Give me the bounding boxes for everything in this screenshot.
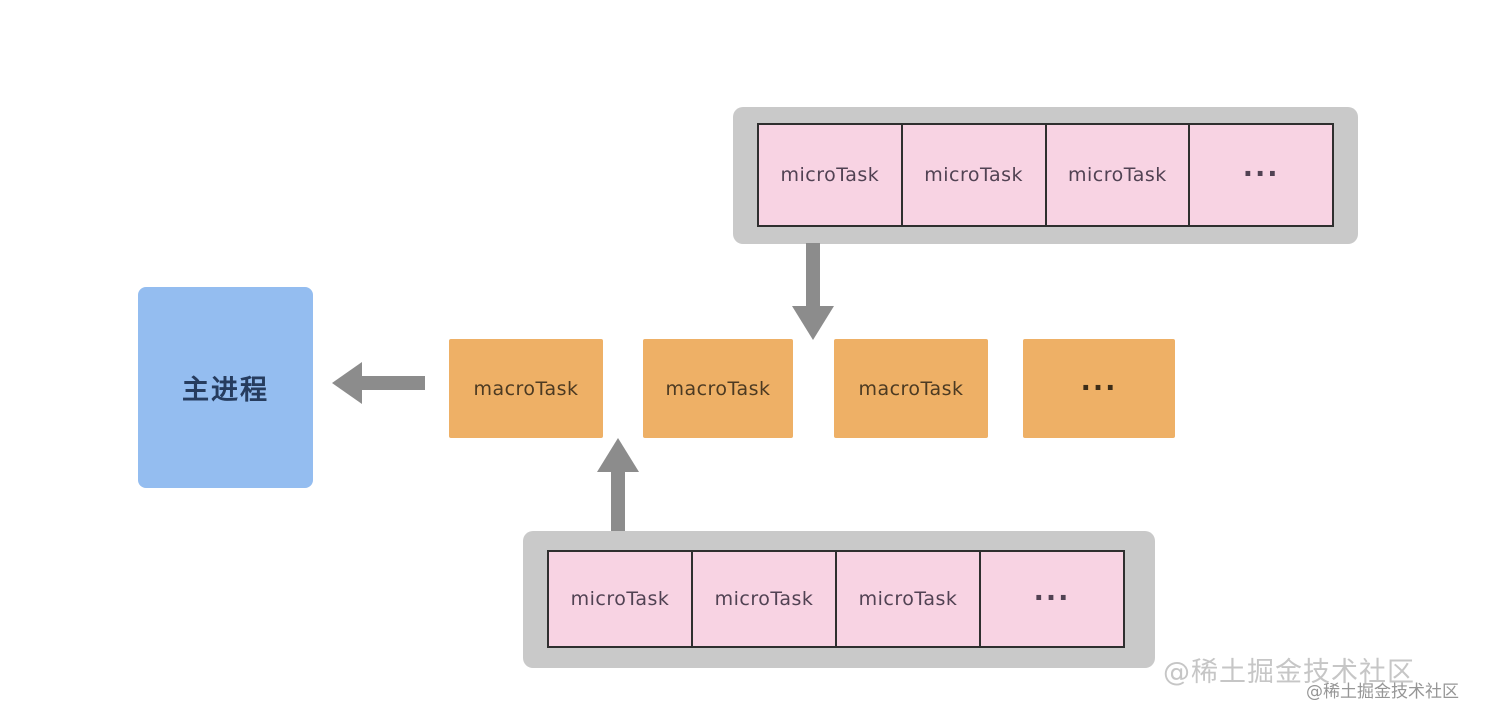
main-process-box: 主进程 bbox=[138, 287, 313, 488]
micro-task-label: microTask bbox=[714, 588, 814, 610]
micro-task-label: microTask bbox=[858, 588, 958, 610]
micro-task-cell: microTask bbox=[1046, 125, 1191, 225]
micro-task-label: microTask bbox=[1067, 164, 1167, 186]
macro-task-box: macroTask bbox=[643, 339, 793, 438]
macro-task-box-ellipsis: ... bbox=[1023, 339, 1175, 438]
micro-task-cell: microTask bbox=[837, 552, 981, 646]
micro-task-queue-top: microTask microTask microTask ... bbox=[733, 107, 1358, 244]
micro-task-label: microTask bbox=[570, 588, 670, 610]
macro-task-box: macroTask bbox=[449, 339, 603, 438]
micro-task-label: microTask bbox=[924, 164, 1023, 186]
arrow-down-head bbox=[792, 306, 834, 340]
watermark-small: @稀土掘金技术社区 bbox=[1306, 682, 1459, 702]
macro-task-label: macroTask bbox=[473, 377, 579, 400]
arrow-up-head bbox=[597, 438, 639, 472]
arrow-left-head bbox=[332, 362, 362, 404]
arrow-left-stem bbox=[358, 376, 425, 390]
micro-task-queue-bottom: microTask microTask microTask ... bbox=[523, 531, 1155, 668]
micro-task-cell: microTask bbox=[902, 125, 1047, 225]
micro-task-label: microTask bbox=[780, 164, 880, 186]
micro-task-queue-bottom-row: microTask microTask microTask ... bbox=[547, 550, 1125, 648]
main-process-label: 主进程 bbox=[182, 375, 269, 406]
watermark-large: @稀土掘金技术社区 bbox=[1163, 657, 1415, 688]
micro-task-queue-top-row: microTask microTask microTask ... bbox=[757, 123, 1334, 227]
micro-task-cell-ellipsis: ... bbox=[1190, 125, 1332, 225]
micro-task-cell: microTask bbox=[759, 125, 903, 225]
macro-task-label: macroTask bbox=[858, 377, 964, 400]
micro-task-cell: microTask bbox=[693, 552, 837, 646]
macro-task-label: macroTask bbox=[665, 377, 771, 400]
micro-task-cell-ellipsis: ... bbox=[981, 552, 1123, 646]
arrow-up-stem bbox=[611, 470, 625, 532]
macro-task-box: macroTask bbox=[834, 339, 988, 438]
micro-task-cell: microTask bbox=[549, 552, 693, 646]
arrow-down-stem bbox=[806, 243, 820, 309]
